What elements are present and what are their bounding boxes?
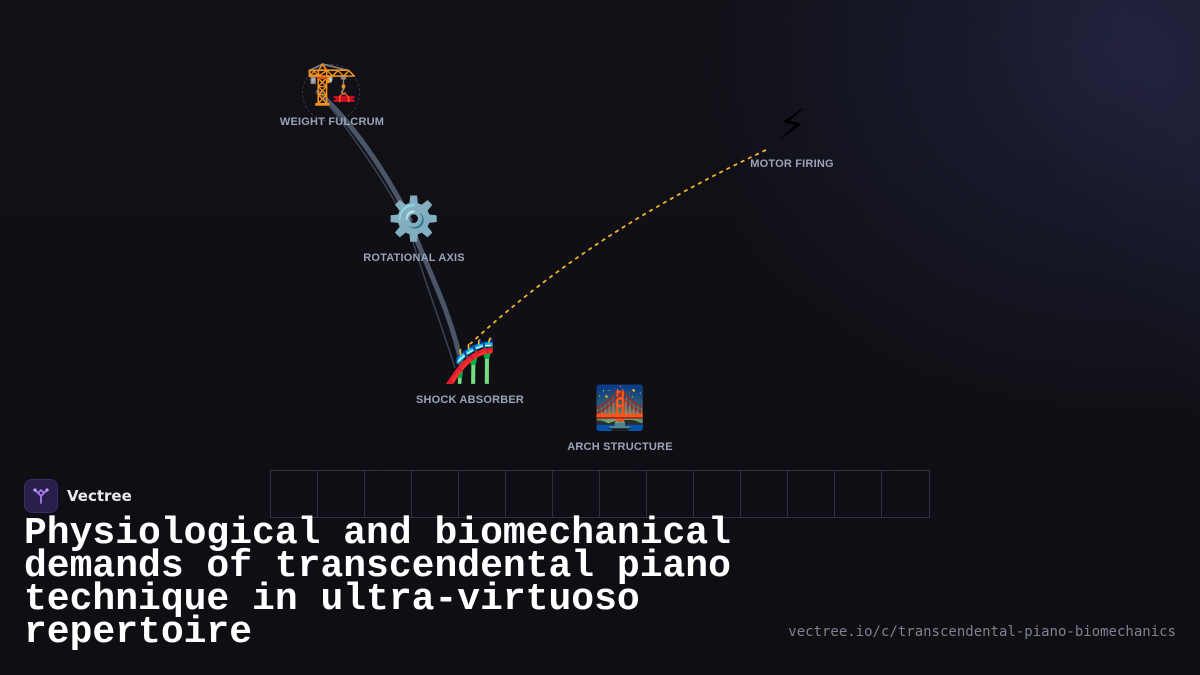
page-url[interactable]: vectree.io/c/transcendental-piano-biomec… xyxy=(788,624,1176,640)
grid-cell xyxy=(882,471,929,517)
node-label: MOTOR FIRING xyxy=(750,158,834,170)
bridge-at-night-icon: 🌉 xyxy=(593,383,647,432)
node-shock-absorber[interactable]: 🎢 SHOCK ABSORBER xyxy=(380,336,560,406)
node-label: SHOCK ABSORBER xyxy=(415,394,525,406)
link-motor-firing-to-shock-absorber xyxy=(467,149,767,347)
brand-name: Vectree xyxy=(67,487,132,505)
roller-coaster-icon: 🎢 xyxy=(443,336,497,385)
node-label: WEIGHT FULCRUM xyxy=(279,116,385,128)
link-rotational-axis-to-shock-absorber-edge xyxy=(409,231,456,369)
grid-cell xyxy=(600,471,647,517)
grid-cell xyxy=(412,471,459,517)
grid-cell xyxy=(318,471,365,517)
grid-cell xyxy=(788,471,835,517)
node-rotational-axis[interactable]: ⚙️ ROTATIONAL AXIS xyxy=(324,194,504,264)
node-arch-structure[interactable]: 🌉 ARCH STRUCTURE xyxy=(530,383,710,453)
node-label: ARCH STRUCTURE xyxy=(567,441,673,453)
grid-cell xyxy=(694,471,741,517)
timeline-grid xyxy=(270,470,930,518)
grid-cell xyxy=(365,471,412,517)
node-label: ROTATIONAL AXIS xyxy=(363,252,465,264)
page-title: Physiological and biomechanical demands … xyxy=(24,512,731,654)
node-weight-fulcrum[interactable]: 🏗️ WEIGHT FULCRUM xyxy=(242,58,422,128)
lightning-icon: ⚡ xyxy=(777,100,807,149)
grid-cell xyxy=(459,471,506,517)
gear-icon: ⚙️ xyxy=(387,194,441,243)
link-rotational-axis-to-shock-absorber xyxy=(409,225,465,369)
grid-cell xyxy=(835,471,882,517)
node-highlight-ring xyxy=(302,64,360,122)
grid-cell xyxy=(553,471,600,517)
node-motor-firing[interactable]: ⚡ MOTOR FIRING xyxy=(702,100,882,170)
grid-cell xyxy=(506,471,553,517)
grid-cell xyxy=(271,471,318,517)
grid-cell xyxy=(741,471,788,517)
brand[interactable]: Vectree xyxy=(24,479,132,513)
grid-cell xyxy=(647,471,694,517)
branching-tree-icon xyxy=(24,479,58,513)
